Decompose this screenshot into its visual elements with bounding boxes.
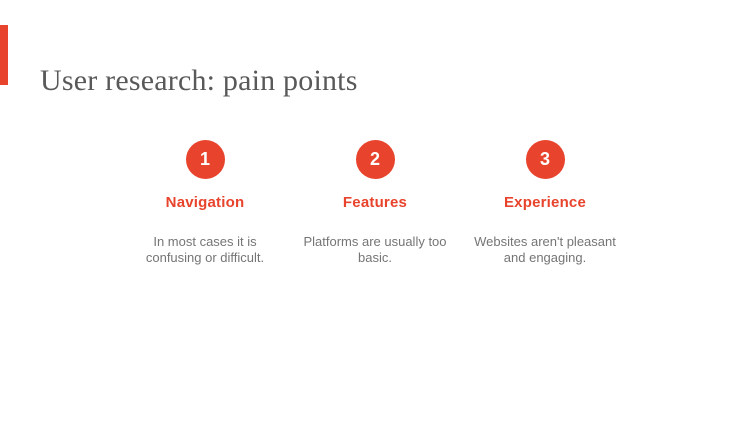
item-description: Platforms are usually too basic. [303, 234, 447, 265]
pain-point-item-navigation: 1 Navigation In most cases it is confusi… [120, 140, 290, 266]
item-heading: Features [342, 194, 408, 211]
pain-point-item-features: 2 Features Platforms are usually too bas… [290, 140, 460, 266]
slide-title: User research: pain points [40, 64, 358, 98]
item-heading: Experience [503, 194, 587, 211]
title-accent-bar [0, 25, 8, 85]
item-heading: Navigation [165, 194, 245, 211]
item-description: In most cases it is confusing or difficu… [145, 234, 265, 265]
pain-points-columns: 1 Navigation In most cases it is confusi… [0, 140, 750, 266]
number-badge-2: 2 [355, 140, 395, 179]
number-badge-3: 3 [525, 140, 565, 179]
item-description: Websites aren't pleasant and engaging. [474, 234, 616, 265]
pain-point-item-experience: 3 Experience Websites aren't pleasant an… [460, 140, 630, 266]
number-badge-1: 1 [185, 140, 225, 179]
